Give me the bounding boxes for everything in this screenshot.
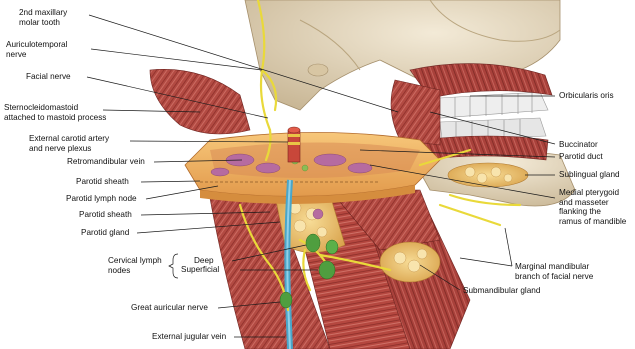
label-buccinator: Buccinator: [559, 140, 598, 150]
label-facial-nerve: Facial nerve: [26, 72, 71, 82]
label-parotid-gland: Parotid gland: [81, 228, 129, 238]
label-retromandibular-vein: Retromandibular vein: [67, 157, 145, 167]
label-cervical-lymph-nodes: Cervical lymph nodes: [108, 256, 162, 275]
teeth: [440, 92, 548, 140]
label-great-auricular-nerve: Great auricular nerve: [131, 303, 208, 313]
label-auriculotemporal-nerve: Auriculotemporal nerve: [6, 40, 67, 59]
label-orbicularis-oris: Orbicularis oris: [559, 91, 614, 101]
label-2nd-maxillary-molar: 2nd maxillary molar tooth: [19, 8, 67, 27]
label-superficial: Superficial: [181, 265, 219, 275]
label-parotid-lymph-node: Parotid lymph node: [66, 194, 137, 204]
label-external-carotid: External carotid artery and nerve plexus: [29, 134, 109, 153]
label-marginal-mandibular: Marginal mandibular branch of facial ner…: [515, 262, 593, 281]
scm-muscle: [150, 69, 250, 134]
sublingual-gland: [448, 163, 528, 187]
label-sublingual-gland: Sublingual gland: [559, 170, 620, 180]
label-parotid-sheath-lower: Parotid sheath: [79, 210, 132, 220]
label-external-jugular-vein: External jugular vein: [152, 332, 226, 342]
label-medial-pterygoid: Medial pterygoid and masseter flanking t…: [559, 188, 626, 226]
label-submandibular-gland: Submandibular gland: [463, 286, 540, 296]
label-parotid-sheath-upper: Parotid sheath: [76, 177, 129, 187]
label-sternocleidomastoid: Sternocleidomastoid attached to mastoid …: [4, 103, 106, 122]
label-parotid-duct: Parotid duct: [559, 152, 603, 162]
